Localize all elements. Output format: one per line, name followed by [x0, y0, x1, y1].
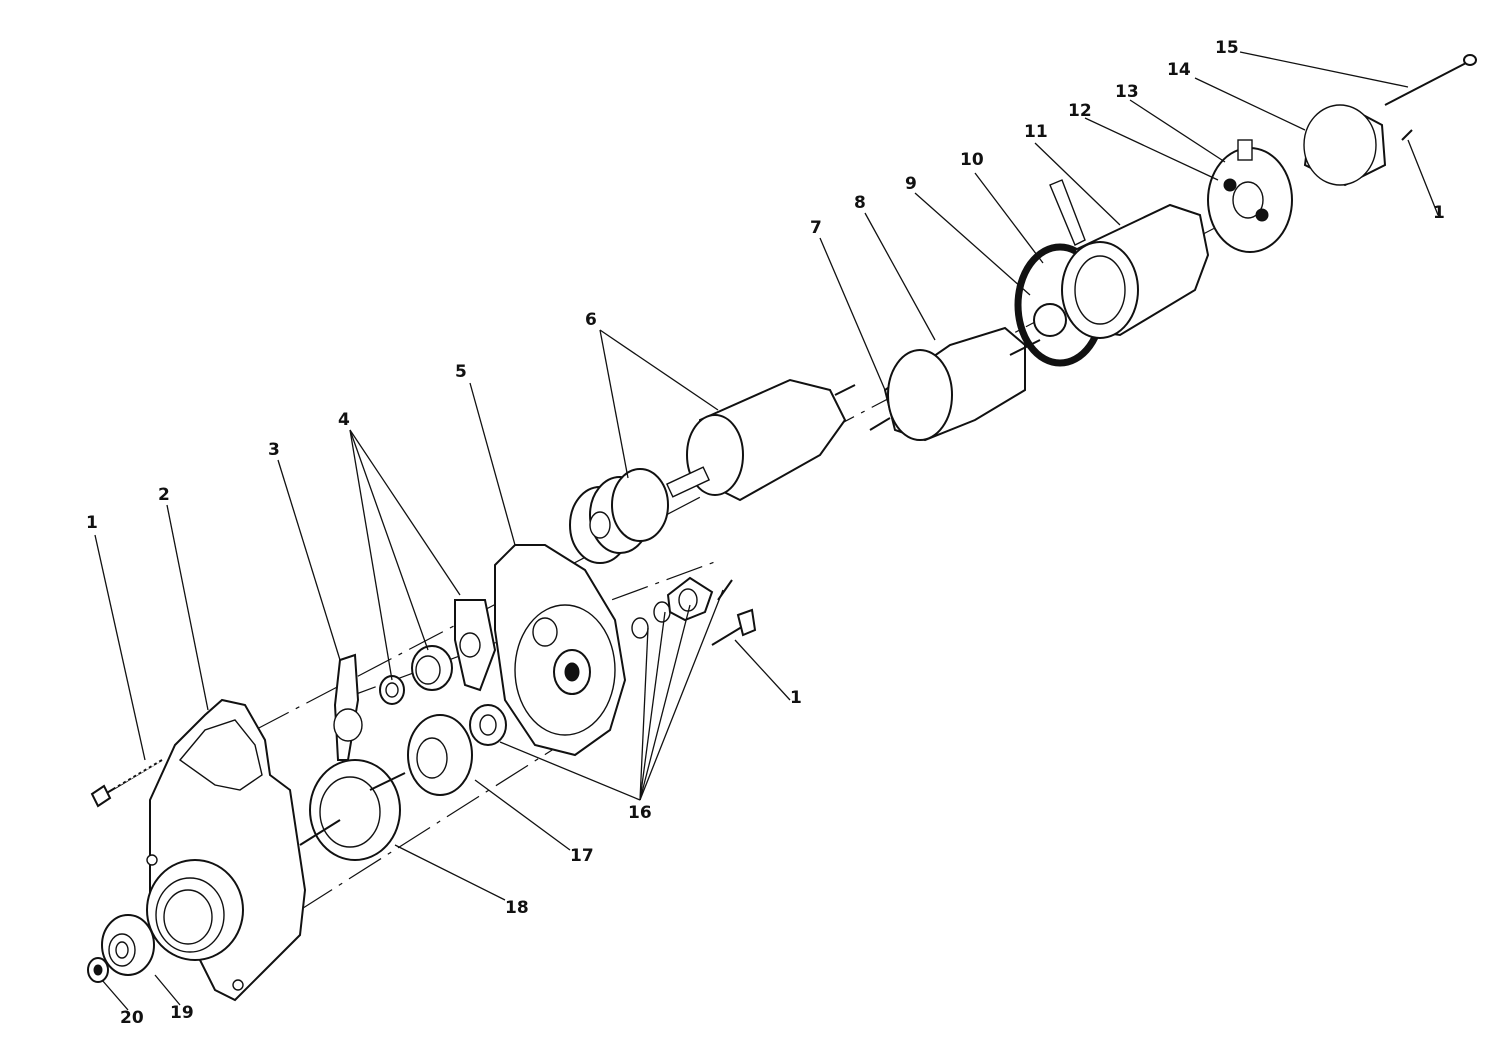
part-6-shims [569, 468, 669, 564]
part-8-armature [869, 326, 1041, 442]
callout-label-7: 7 [810, 218, 822, 238]
part-1-bolt-left [90, 759, 163, 808]
part-4-retainer [454, 599, 497, 692]
callout-label-16: 16 [628, 803, 652, 823]
callout-label-1-left: 1 [86, 513, 98, 533]
part-16-washer-b [653, 601, 671, 623]
part-11-field-frame [1049, 179, 1210, 339]
callout-label-8: 8 [854, 193, 866, 213]
callout-label-12: 12 [1068, 101, 1092, 121]
part-12-brush-holder [1207, 139, 1293, 253]
callout-label-5: 5 [455, 362, 467, 382]
callout-label-10: 10 [960, 150, 984, 170]
callout-label-20: 20 [120, 1008, 144, 1028]
part-4-spring-large [411, 645, 453, 691]
callout-label-18: 18 [505, 898, 529, 918]
part-17-reduction-gear [407, 714, 473, 796]
part-20-nut [87, 957, 109, 983]
callout-label-6: 6 [585, 310, 597, 330]
callout-label-2: 2 [158, 485, 170, 505]
part-14-end-cover [1303, 104, 1387, 187]
callout-label-13: 13 [1115, 82, 1139, 102]
callout-label-1-middle: 1 [790, 688, 802, 708]
part-16-washer-lower [469, 704, 507, 746]
leader-lines [94, 51, 1439, 1011]
part-3-shift-lever [333, 653, 363, 761]
callout-label-3: 3 [268, 440, 280, 460]
callout-label-19: 19 [170, 1003, 194, 1023]
part-2-drive-housing [146, 698, 307, 1002]
part-18-drive-shaft [299, 759, 406, 861]
callout-label-15: 15 [1215, 38, 1239, 58]
callout-label-17: 17 [570, 846, 594, 866]
part-6-solenoid [665, 378, 856, 502]
part-1-screw-right [1401, 129, 1413, 141]
assembly-axis-line-lower [299, 744, 561, 911]
part-16-washer-a [631, 617, 649, 639]
callout-label-1-right: 1 [1433, 203, 1445, 223]
callout-label-4: 4 [338, 410, 350, 430]
part-19-pinion-gear [101, 914, 155, 976]
part-16-seal-plate [666, 576, 714, 622]
part-1-bolt-middle [711, 608, 757, 646]
part-15-through-bolt [1384, 54, 1477, 106]
callout-label-9: 9 [905, 174, 917, 194]
callout-label-14: 14 [1167, 60, 1191, 80]
part-5-gear-case [494, 544, 627, 757]
callout-label-11: 11 [1024, 122, 1048, 142]
part-4-spring-small [379, 675, 405, 705]
